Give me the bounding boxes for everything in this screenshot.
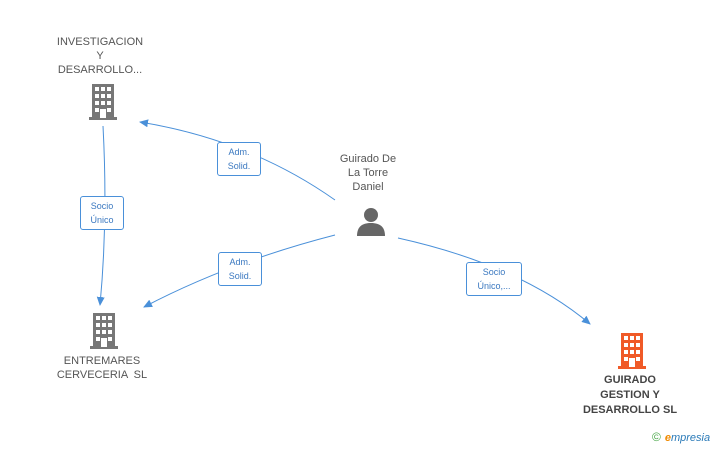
node-label-person[interactable]: Guirado De La Torre Daniel: [318, 152, 418, 194]
brand-logo-e: e: [664, 432, 671, 444]
edge-badge-line: Socio: [90, 201, 114, 211]
brand-logo-text: mpresia: [670, 432, 711, 444]
building-icon[interactable]: [87, 84, 119, 120]
person-icon[interactable]: [356, 206, 386, 236]
edge-badge-socio-unico-guirado[interactable]: Socio Único,...: [466, 262, 522, 296]
node-label-line: GUIRADO: [604, 374, 656, 386]
edge-badge-line: Único: [90, 215, 114, 225]
edge-badge-line: Socio: [482, 267, 506, 277]
node-label-line: INVESTIGACION: [56, 36, 144, 48]
node-label-guirado[interactable]: GUIRADO GESTION Y DESARROLLO SL: [570, 373, 690, 418]
copyright-icon: ©: [652, 430, 661, 444]
edge-badge-line: Adm.: [228, 147, 250, 157]
node-label-investigacion[interactable]: INVESTIGACION Y DESARROLLO...: [40, 35, 160, 77]
edge-badge-adm-solid-bottom[interactable]: Adm. Solid.: [218, 252, 262, 286]
edge-badge-line: Solid.: [227, 161, 251, 171]
edge-badge-adm-solid-top[interactable]: Adm. Solid.: [217, 142, 261, 176]
node-label-line: ENTREMARES: [63, 355, 141, 367]
edge-badge-line: Solid.: [228, 271, 252, 281]
edge-badge-socio-unico[interactable]: Socio Único: [80, 196, 124, 230]
building-icon-focus[interactable]: [616, 333, 648, 369]
node-label-line: DESARROLLO...: [57, 64, 143, 76]
node-label-entremares[interactable]: ENTREMARES CERVECERIA SL: [40, 354, 164, 382]
node-label-line: Y: [96, 50, 104, 62]
edge-badge-line: Único,...: [477, 281, 511, 291]
edge-badge-line: Adm.: [229, 257, 251, 267]
node-label-line: DESARROLLO SL: [582, 404, 678, 416]
building-icon[interactable]: [88, 313, 120, 349]
node-label-line: Guirado De: [339, 153, 397, 165]
node-label-line: La Torre: [347, 167, 389, 179]
node-label-line: Daniel: [352, 181, 384, 193]
node-label-line: GESTION Y: [600, 389, 660, 401]
brand-footer: ©empresia: [652, 430, 710, 444]
node-label-line: CERVECERIA SL: [56, 369, 148, 381]
